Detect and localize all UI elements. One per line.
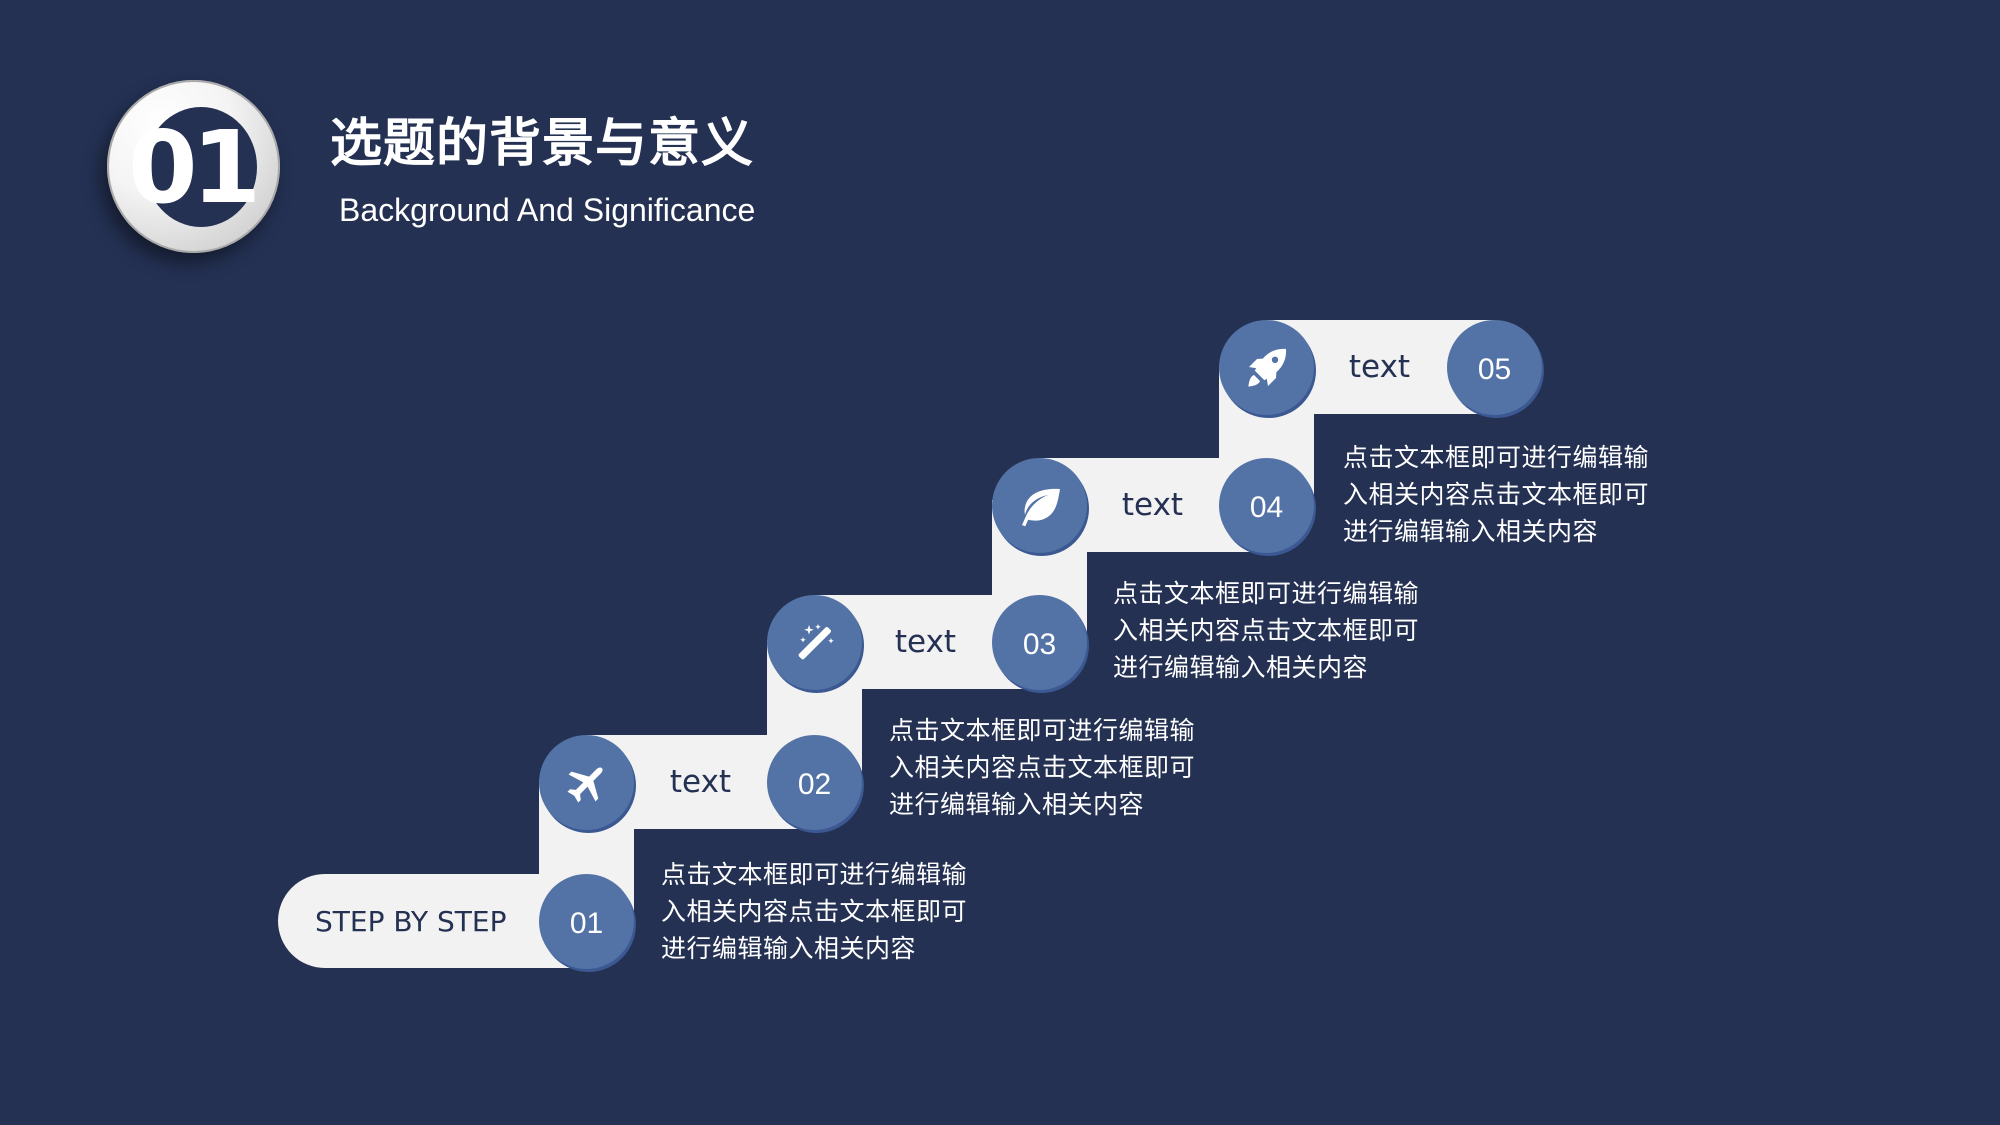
step-1-description: 点击文本框即可进行编辑输 入相关内容点击文本框即可 进行编辑输入相关内容 bbox=[661, 856, 971, 967]
rocket-icon bbox=[1247, 348, 1286, 387]
description-line: 进行编辑输入相关内容 bbox=[889, 790, 1145, 819]
step-5-number-badge: 05 bbox=[1447, 320, 1542, 415]
airplane-icon bbox=[566, 766, 603, 803]
step-3-icon-circle bbox=[992, 458, 1087, 553]
step-4-number-badge: 04 bbox=[1219, 458, 1314, 553]
description-line: 入相关内容点击文本框即可 bbox=[1113, 616, 1420, 645]
step-1-label: text bbox=[669, 764, 732, 800]
step-by-step-label: STEP BY STEP bbox=[315, 905, 507, 938]
step-band-start bbox=[278, 874, 588, 968]
section-number: 01 bbox=[128, 109, 261, 226]
step-2-label: text bbox=[894, 624, 957, 660]
description-line: 入相关内容点击文本框即可 bbox=[661, 897, 968, 926]
step-2-icon-circle bbox=[767, 595, 862, 690]
step-4-number: 04 bbox=[1249, 490, 1284, 524]
description-line: 点击文本框即可进行编辑输 bbox=[1113, 579, 1420, 608]
description-line: 入相关内容点击文本框即可 bbox=[1343, 480, 1650, 509]
step-3-number: 03 bbox=[1022, 627, 1057, 661]
magic-wand-icon bbox=[798, 623, 834, 659]
step-3-number-badge: 03 bbox=[992, 595, 1087, 690]
page-title: 选题的背景与意义 bbox=[330, 114, 755, 174]
description-line: 点击文本框即可进行编辑输 bbox=[661, 860, 968, 889]
description-line: 点击文本框即可进行编辑输 bbox=[1343, 443, 1650, 472]
description-line: 进行编辑输入相关内容 bbox=[661, 934, 917, 963]
leaf-icon bbox=[1021, 488, 1060, 526]
description-line: 进行编辑输入相关内容 bbox=[1343, 517, 1599, 546]
step-3-label: text bbox=[1121, 487, 1184, 523]
step-1-icon-circle bbox=[539, 735, 634, 830]
step-2-number: 02 bbox=[797, 767, 832, 801]
step-4-label: text bbox=[1348, 349, 1411, 385]
step-4-icon-circle bbox=[1219, 320, 1314, 415]
step-2-number-badge: 02 bbox=[767, 735, 862, 830]
badge-inner-circle bbox=[145, 107, 257, 227]
step-3-description: 点击文本框即可进行编辑输 入相关内容点击文本框即可 进行编辑输入相关内容 bbox=[1113, 575, 1423, 686]
description-line: 入相关内容点击文本框即可 bbox=[889, 753, 1196, 782]
step-4-description: 点击文本框即可进行编辑输 入相关内容点击文本框即可 进行编辑输入相关内容 bbox=[1343, 439, 1653, 550]
step-1-number: 01 bbox=[569, 906, 604, 940]
step-1-number-badge: 01 bbox=[539, 874, 634, 969]
description-line: 点击文本框即可进行编辑输 bbox=[889, 716, 1196, 745]
description-line: 进行编辑输入相关内容 bbox=[1113, 653, 1369, 682]
step-2-description: 点击文本框即可进行编辑输 入相关内容点击文本框即可 进行编辑输入相关内容 bbox=[889, 712, 1199, 823]
step-5-number: 05 bbox=[1477, 352, 1512, 386]
page-subtitle: Background And Significance bbox=[339, 192, 756, 228]
